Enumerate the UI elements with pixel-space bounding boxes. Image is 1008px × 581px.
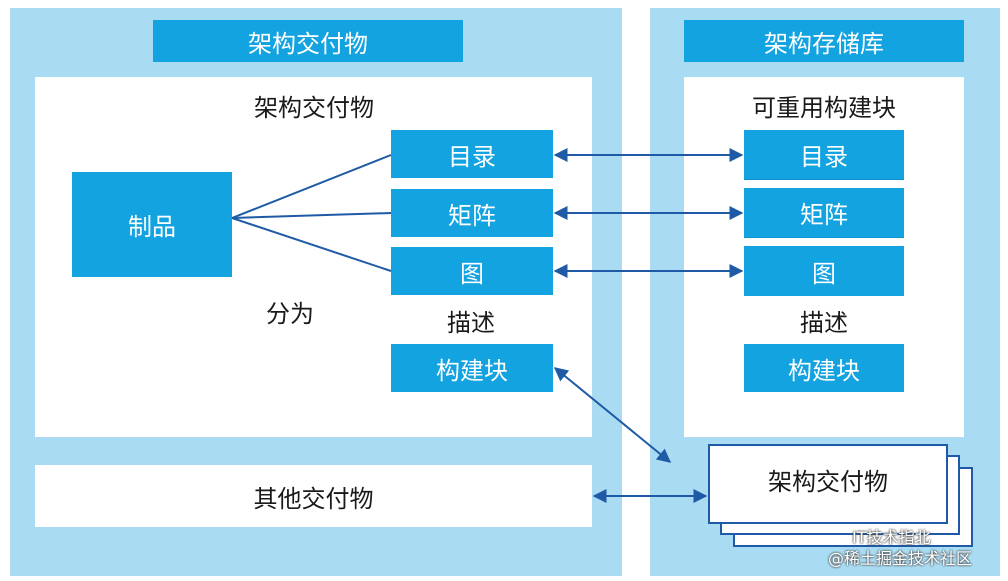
left-inner-title: 架构交付物 <box>254 93 374 122</box>
right-diagram-box: 图 <box>744 246 904 296</box>
right-building-block-box: 构建块 <box>744 344 904 392</box>
left-describe-label: 描述 <box>447 308 495 337</box>
other-deliverables-label: 其他交付物 <box>253 484 374 513</box>
left-catalog-box: 目录 <box>391 130 553 178</box>
other-deliverables-box <box>35 465 592 527</box>
fan-line-diagram <box>231 217 392 272</box>
left-header: 架构交付物 <box>153 20 463 62</box>
left-diagram-box: 图 <box>391 247 553 295</box>
fan-line-matrix <box>231 212 392 219</box>
watermark-line2: @稀土掘金技术社区 <box>828 549 973 568</box>
watermark-line1: IT技术指北 <box>852 528 931 547</box>
right-catalog-box: 目录 <box>744 130 904 180</box>
right-inner-title: 可重用构建块 <box>752 93 896 122</box>
product-box: 制品 <box>72 172 232 277</box>
right-matrix-box: 矩阵 <box>744 188 904 238</box>
left-building-block-box: 构建块 <box>391 344 553 392</box>
right-header: 架构存储库 <box>684 20 964 62</box>
fan-line-catalog <box>231 154 392 219</box>
stack-label: 架构交付物 <box>768 467 888 496</box>
divided-into-label: 分为 <box>266 299 314 328</box>
stack-front-card <box>708 444 948 524</box>
right-describe-label: 描述 <box>800 308 848 337</box>
left-matrix-box: 矩阵 <box>391 189 553 237</box>
building-block-arrow <box>553 367 672 463</box>
